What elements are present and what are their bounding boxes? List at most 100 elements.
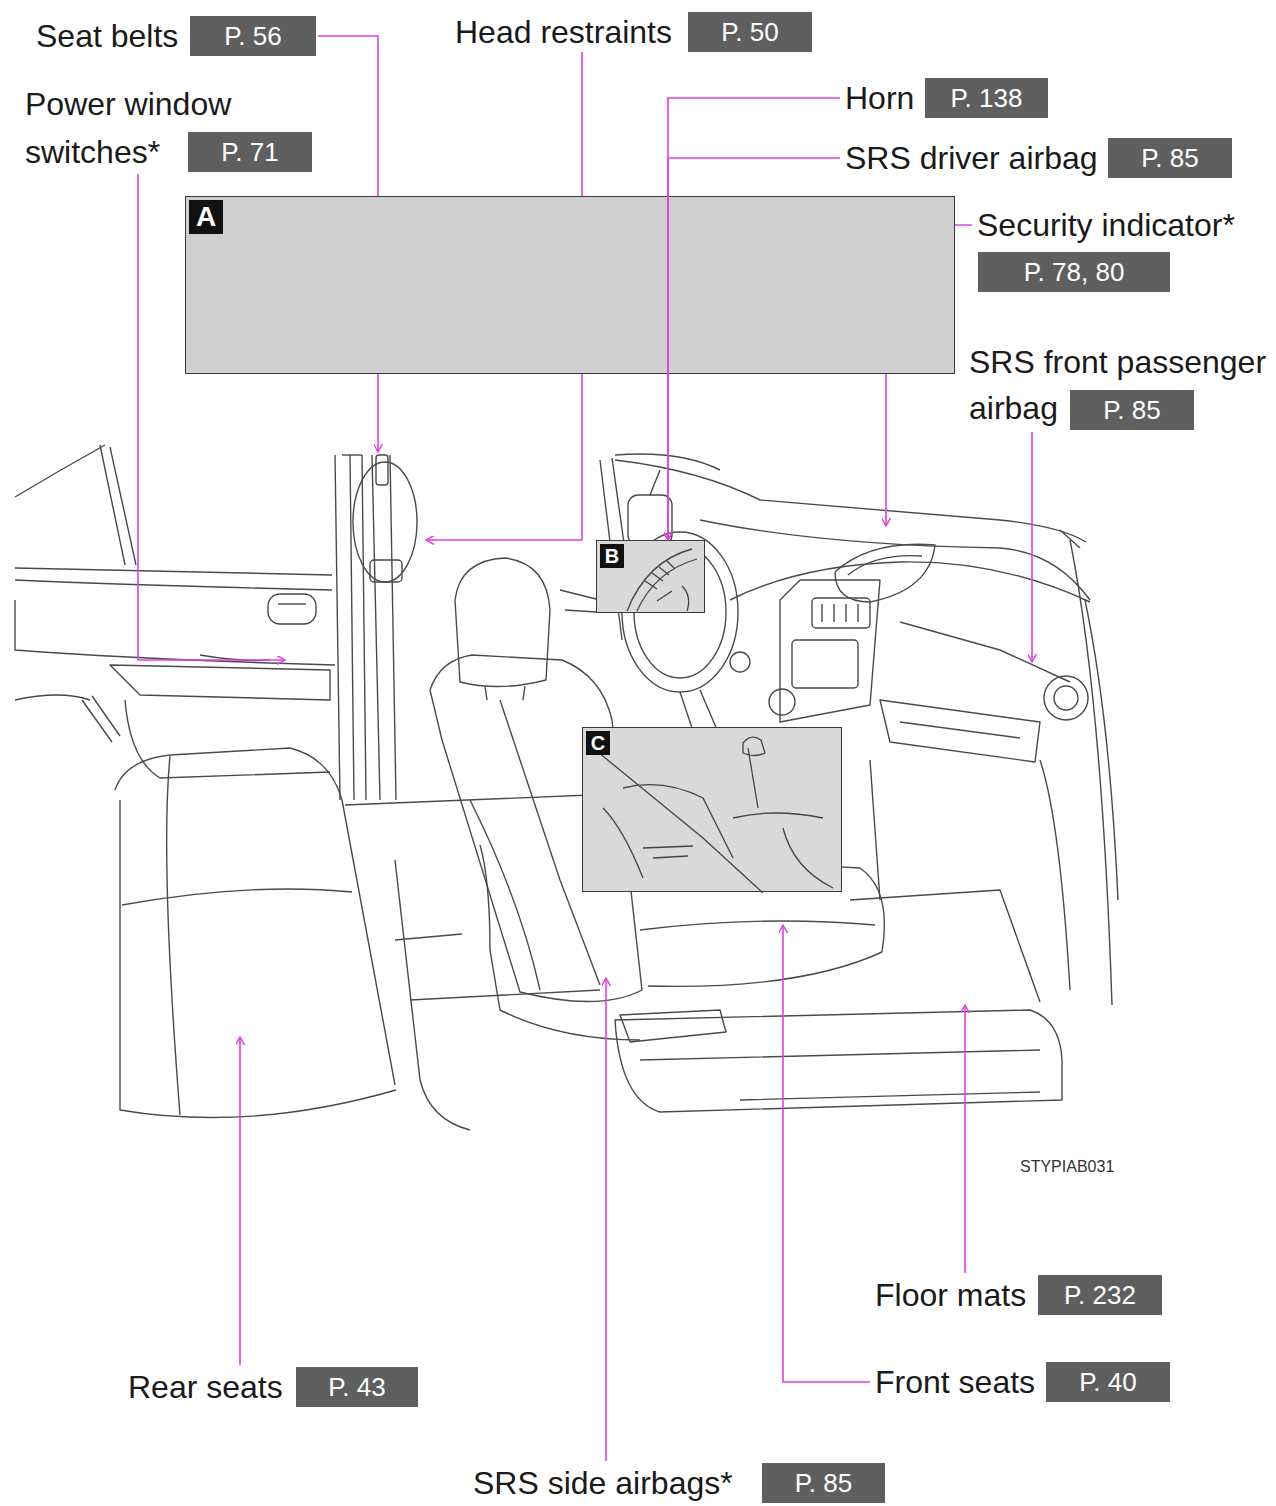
page-reference-callout: Power window switches*P. 71 (22, 80, 314, 174)
car-interior-line-part (110, 665, 330, 700)
inset-view-box: A (185, 196, 955, 374)
inset-view-box: B (596, 540, 705, 613)
page-reference-callout: Head restraintsP. 50 (450, 10, 814, 54)
page-number-box: P. 56 (190, 16, 316, 56)
inset-view-box: C (582, 727, 842, 892)
car-interior-line-part (470, 800, 540, 990)
car-interior-line-part (485, 686, 525, 700)
car-interior-line-part (353, 462, 417, 582)
car-interior-line-part (122, 889, 352, 905)
part-name: Horn (845, 78, 923, 118)
page-reference-callout: Rear seatsP. 43 (125, 1365, 421, 1409)
car-interior-line-part (560, 590, 600, 612)
car-interior-line-part (100, 445, 136, 565)
page-number-box: P. 85 (1070, 390, 1194, 430)
part-name: Floor mats (875, 1275, 1035, 1315)
car-interior-line-part (345, 795, 600, 1000)
car-interior-line-part (376, 455, 388, 485)
car-interior-line-part (82, 696, 120, 742)
leader-line (605, 978, 607, 1461)
car-interior-line-part (278, 603, 306, 604)
part-name: Security indicator* (977, 205, 1272, 245)
part-name: Rear seats (128, 1367, 294, 1407)
page-reference-callout: Security indicator* P. 78, 80 (972, 203, 1272, 293)
car-interior-line-part (342, 454, 362, 455)
view-letter: C (586, 731, 610, 755)
car-interior-line-part (15, 568, 332, 590)
page-reference-callout: SRS side airbags*P. 85 (470, 1461, 888, 1505)
car-interior-line-part (167, 756, 180, 1115)
car-interior-line-part (1044, 676, 1088, 720)
leader-line (964, 1005, 966, 1273)
part-name: Front seats (875, 1362, 1043, 1402)
car-interior-line-part (15, 600, 335, 665)
page-number-box: P. 85 (1108, 138, 1232, 178)
car-interior-line-part (15, 445, 105, 497)
car-interior-line-part (125, 700, 330, 778)
car-interior-line-part (335, 455, 366, 800)
page-number-box: P. 78, 80 (978, 252, 1170, 292)
inset-detail-line (593, 737, 833, 893)
page-reference-callout: SRS front passenger airbagP. 85 (966, 338, 1276, 432)
car-interior-line-part (850, 890, 1040, 1002)
car-interior-line-part (640, 921, 875, 930)
car-interior-line-part (900, 622, 1070, 682)
car-interior-line-part (769, 689, 795, 715)
view-letter: A (189, 200, 223, 234)
car-interior-line-part (615, 460, 1086, 542)
car-interior-line-part (812, 598, 870, 628)
car-interior-line-part (372, 455, 396, 800)
part-name: Head restraints (455, 12, 685, 52)
car-interior-line-part (1040, 760, 1070, 990)
car-interior-line-part (268, 594, 316, 624)
car-interior-line-part (848, 556, 922, 575)
part-name: SRS driver airbag (845, 138, 1107, 178)
leader-line (783, 925, 870, 1382)
car-interior-line-part (615, 454, 720, 470)
page-reference-callout: HornP. 138 (840, 76, 1050, 120)
leader-line (239, 1037, 241, 1365)
page-number-box: P. 43 (296, 1367, 418, 1407)
page-number-box: P. 71 (188, 132, 312, 172)
car-interior-line-part (370, 560, 402, 582)
page-number-box: P. 40 (1046, 1362, 1170, 1402)
view-letter: B (600, 544, 624, 568)
car-interior-line-part (620, 1010, 726, 1042)
page-reference-callout: Floor matsP. 232 (872, 1272, 1164, 1318)
page-reference-callout: Front seatsP. 40 (872, 1360, 1172, 1404)
page-reference-callout: SRS driver airbagP. 85 (840, 136, 1234, 180)
car-interior-line-part (822, 604, 858, 622)
car-interior-line-part (1054, 686, 1078, 710)
car-interior-lines (15, 445, 1118, 1130)
page-number-box: P. 50 (688, 12, 812, 52)
leader-line (1031, 432, 1033, 662)
inset-illustration (583, 728, 843, 893)
part-name: SRS side airbags* (473, 1463, 758, 1503)
car-interior-line-part (115, 748, 395, 1085)
part-name: Seat belts (36, 16, 188, 56)
car-interior-line-part (900, 722, 1020, 738)
car-interior-line-part (1085, 600, 1118, 900)
figure-code: STYPIAB031 (1020, 1158, 1114, 1176)
car-interior-line-part (792, 640, 858, 688)
page-number-box: P. 232 (1038, 1275, 1162, 1315)
car-interior-line-part (628, 495, 672, 545)
car-interior-line-part (835, 544, 935, 602)
inset-detail-line (627, 549, 697, 611)
car-interior-line-part (880, 700, 1040, 762)
leader-lines (138, 36, 1032, 1461)
car-interior-line-part (455, 558, 550, 687)
car-interior-line-part (615, 1010, 1062, 1112)
car-interior-line-part (650, 470, 660, 495)
car-interior-line-part (640, 1050, 1040, 1100)
page-number-box: P. 85 (762, 1463, 885, 1503)
car-interior-line-part (120, 800, 396, 1118)
page-number-box: P. 138 (925, 78, 1048, 118)
car-interior-line-part (1070, 540, 1112, 1005)
car-interior-line-part (870, 760, 880, 900)
car-interior-line-part (730, 652, 750, 672)
car-interior-line-part (395, 860, 470, 1130)
page-reference-callout: Seat beltsP. 56 (30, 12, 320, 60)
car-interior-line-part (1060, 530, 1080, 548)
